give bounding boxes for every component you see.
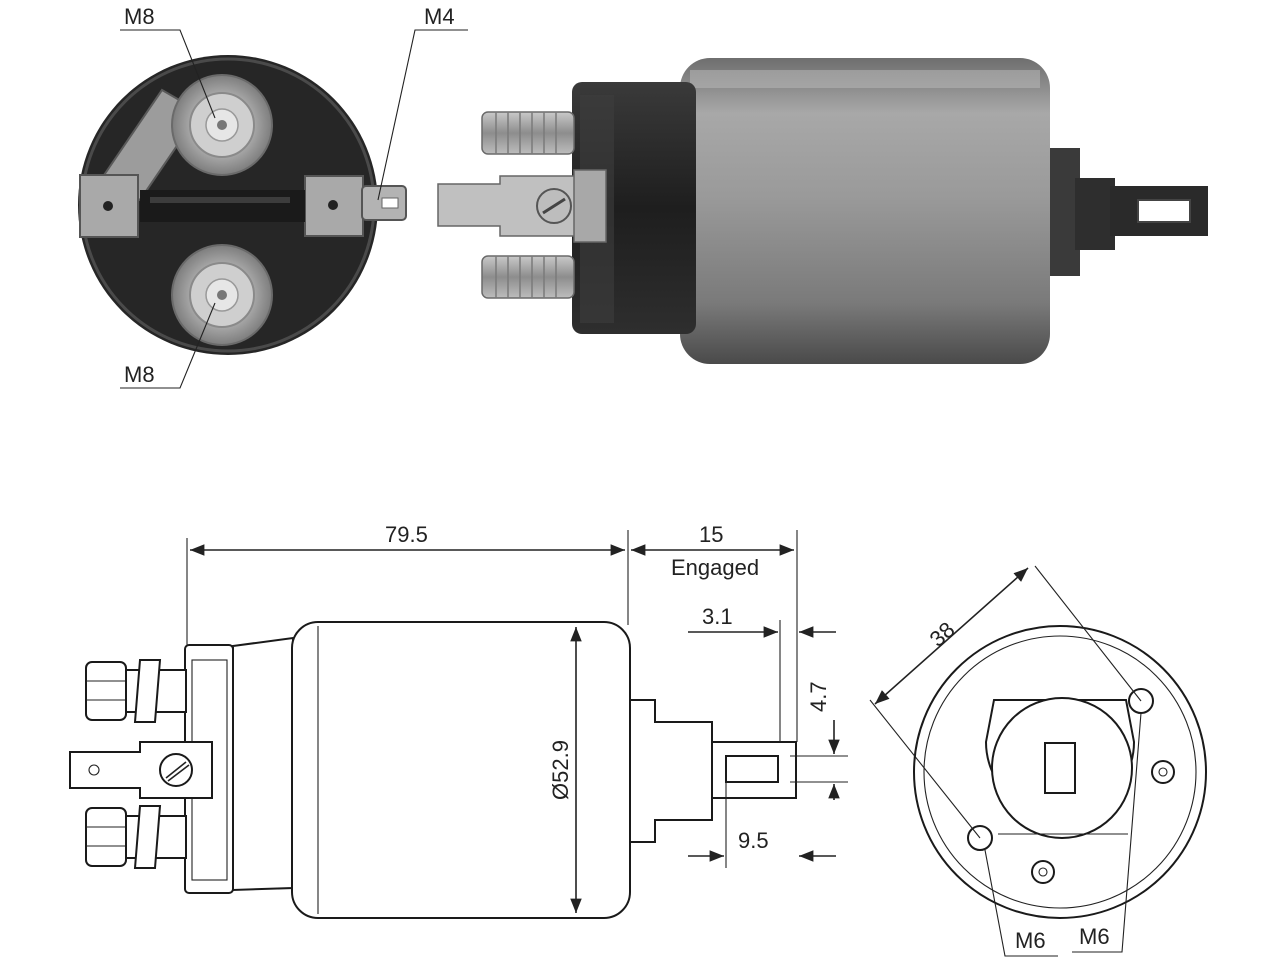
label-m8-bottom: M8	[124, 362, 155, 387]
drawing-bottom-nut	[85, 807, 127, 867]
solenoid-can	[680, 58, 1050, 364]
drawing-plunger-body	[629, 699, 713, 843]
bottom-stud	[481, 255, 575, 299]
dim-bolt-circle: 38	[925, 617, 960, 652]
drawing-end-view: 38 M6 M6	[869, 565, 1207, 957]
drawing-side-view: 79.5 15 Engaged 3.1 4.7 9.5 Ø52.9	[69, 522, 848, 919]
label-m8-top: M8	[124, 4, 155, 29]
top-stud	[481, 111, 575, 155]
dim-slot-width: 4.7	[806, 681, 831, 712]
label-m6-right: M6	[1079, 924, 1110, 949]
dim-length: 79.5	[385, 522, 428, 547]
drawing-can	[291, 621, 631, 919]
drawing-end-slot	[1044, 742, 1076, 794]
dim-stroke: 15	[699, 522, 723, 547]
photo-end-view: M8 M4 M8	[78, 4, 468, 389]
dim-stroke-note: Engaged	[671, 555, 759, 580]
dim-diameter: Ø52.9	[548, 740, 573, 800]
label-m6-left: M6	[1015, 928, 1046, 953]
drawing-plunger-slot	[725, 755, 779, 783]
label-m4: M4	[424, 4, 455, 29]
dim-slot-length: 9.5	[738, 828, 769, 853]
drawing-top-nut	[85, 661, 127, 721]
dim-plunger-offset: 3.1	[702, 604, 733, 629]
photo-side-view	[437, 58, 1208, 364]
